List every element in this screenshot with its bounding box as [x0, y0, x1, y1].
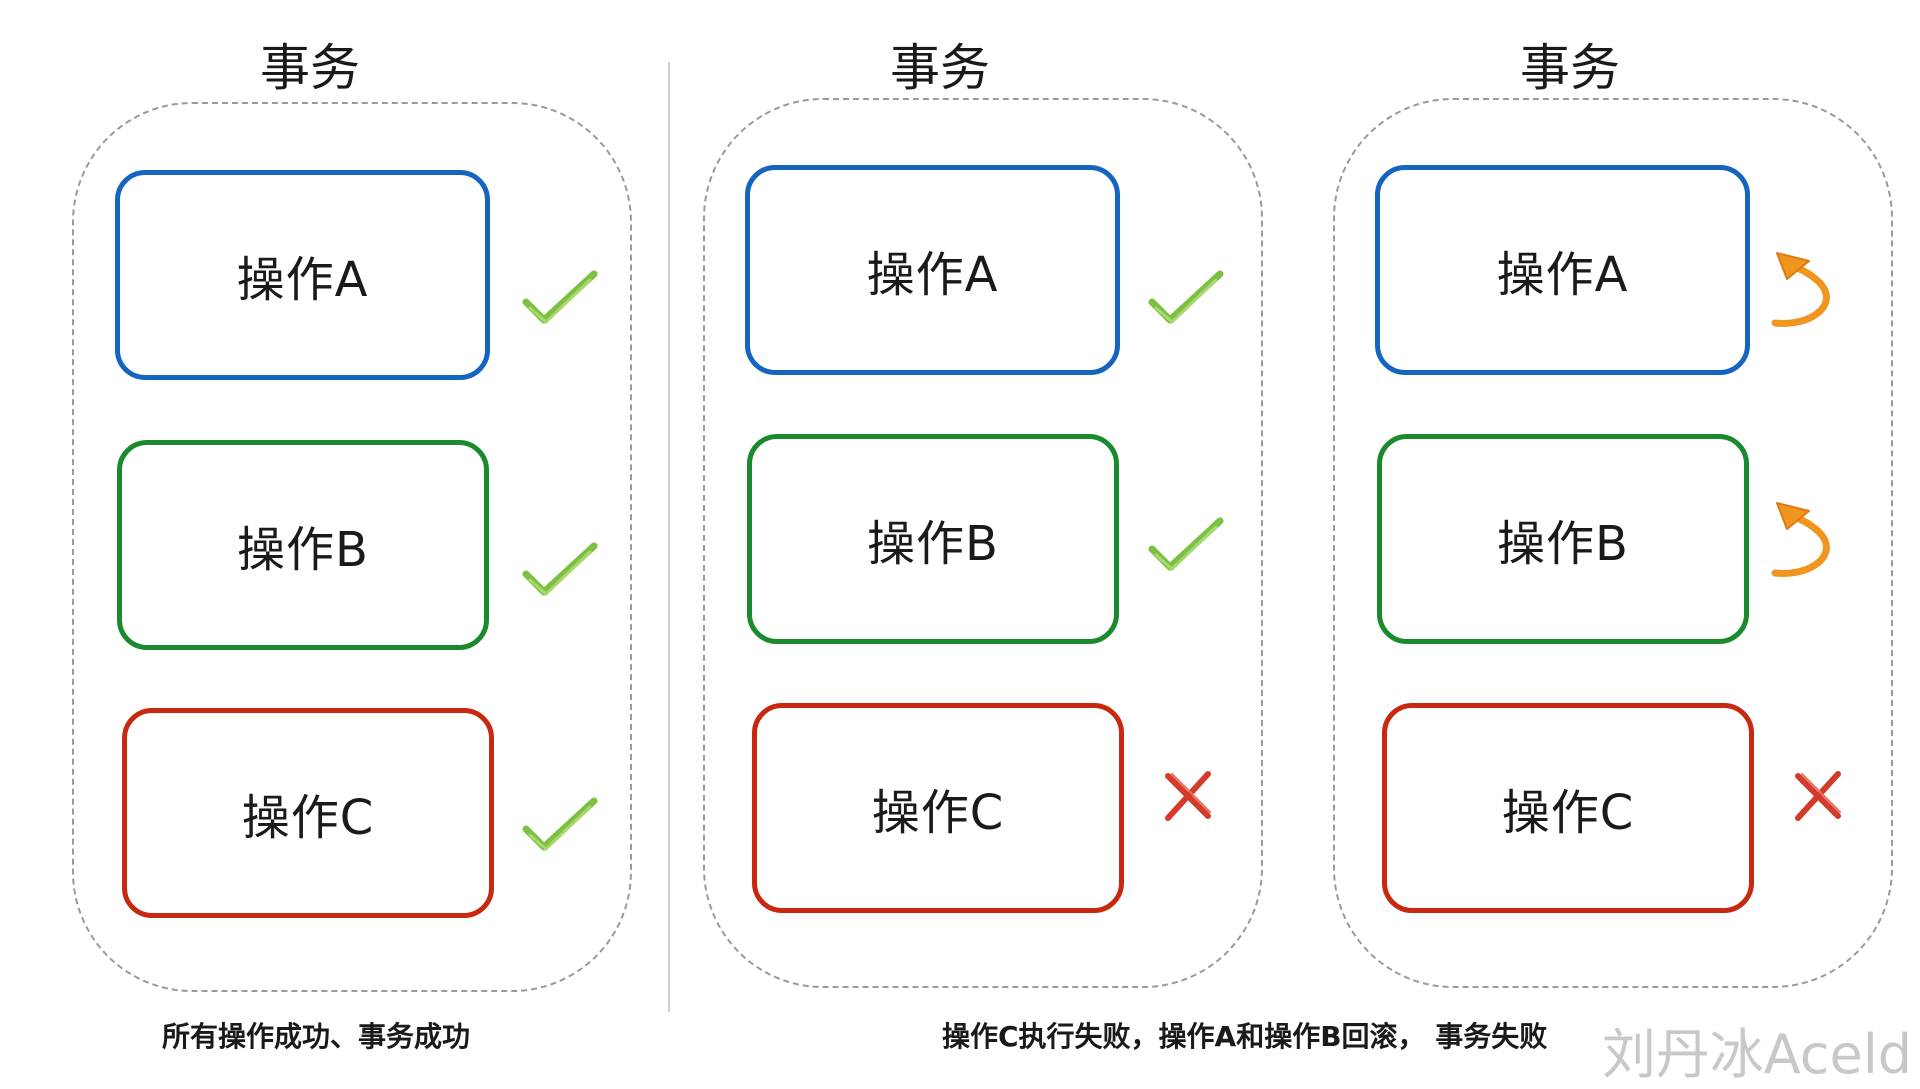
panel-3-operation-c: 操作C [1382, 703, 1754, 913]
check-icon [522, 797, 598, 852]
panel-2-operation-b: 操作B [747, 434, 1119, 644]
panel-1-operation-a: 操作A [115, 170, 490, 380]
panel-2-operation-a: 操作A [745, 165, 1120, 375]
panel-2-operation-c: 操作C [752, 703, 1124, 913]
panel-3-title: 事务 [1520, 39, 1620, 97]
rollback-arrow-icon [1771, 252, 1830, 327]
caption-failure-rollback: 操作C执行失败，操作A和操作B回滚， 事务失败 [942, 1020, 1548, 1053]
panel-1-operation-b: 操作B [117, 440, 489, 650]
caption-all-success: 所有操作成功、事务成功 [162, 1020, 471, 1053]
panel-3-operation-b: 操作B [1377, 434, 1749, 644]
check-icon [522, 270, 598, 325]
check-icon [522, 542, 598, 597]
panel-1-title: 事务 [260, 39, 360, 97]
panel-divider [668, 62, 670, 1012]
panel-2-transaction-container [703, 98, 1263, 988]
cross-icon [1165, 771, 1211, 821]
panel-3-transaction-container [1333, 98, 1893, 988]
check-icon [1148, 270, 1224, 325]
watermark: 刘丹冰Aceld [1601, 1023, 1912, 1086]
panel-2-title: 事务 [890, 39, 990, 97]
panel-1-transaction-container [72, 102, 632, 992]
panel-1-operation-c: 操作C [122, 708, 494, 918]
check-icon [1148, 517, 1224, 572]
rollback-arrow-icon [1771, 502, 1830, 577]
cross-icon [1795, 771, 1841, 821]
panel-3-operation-a: 操作A [1375, 165, 1750, 375]
